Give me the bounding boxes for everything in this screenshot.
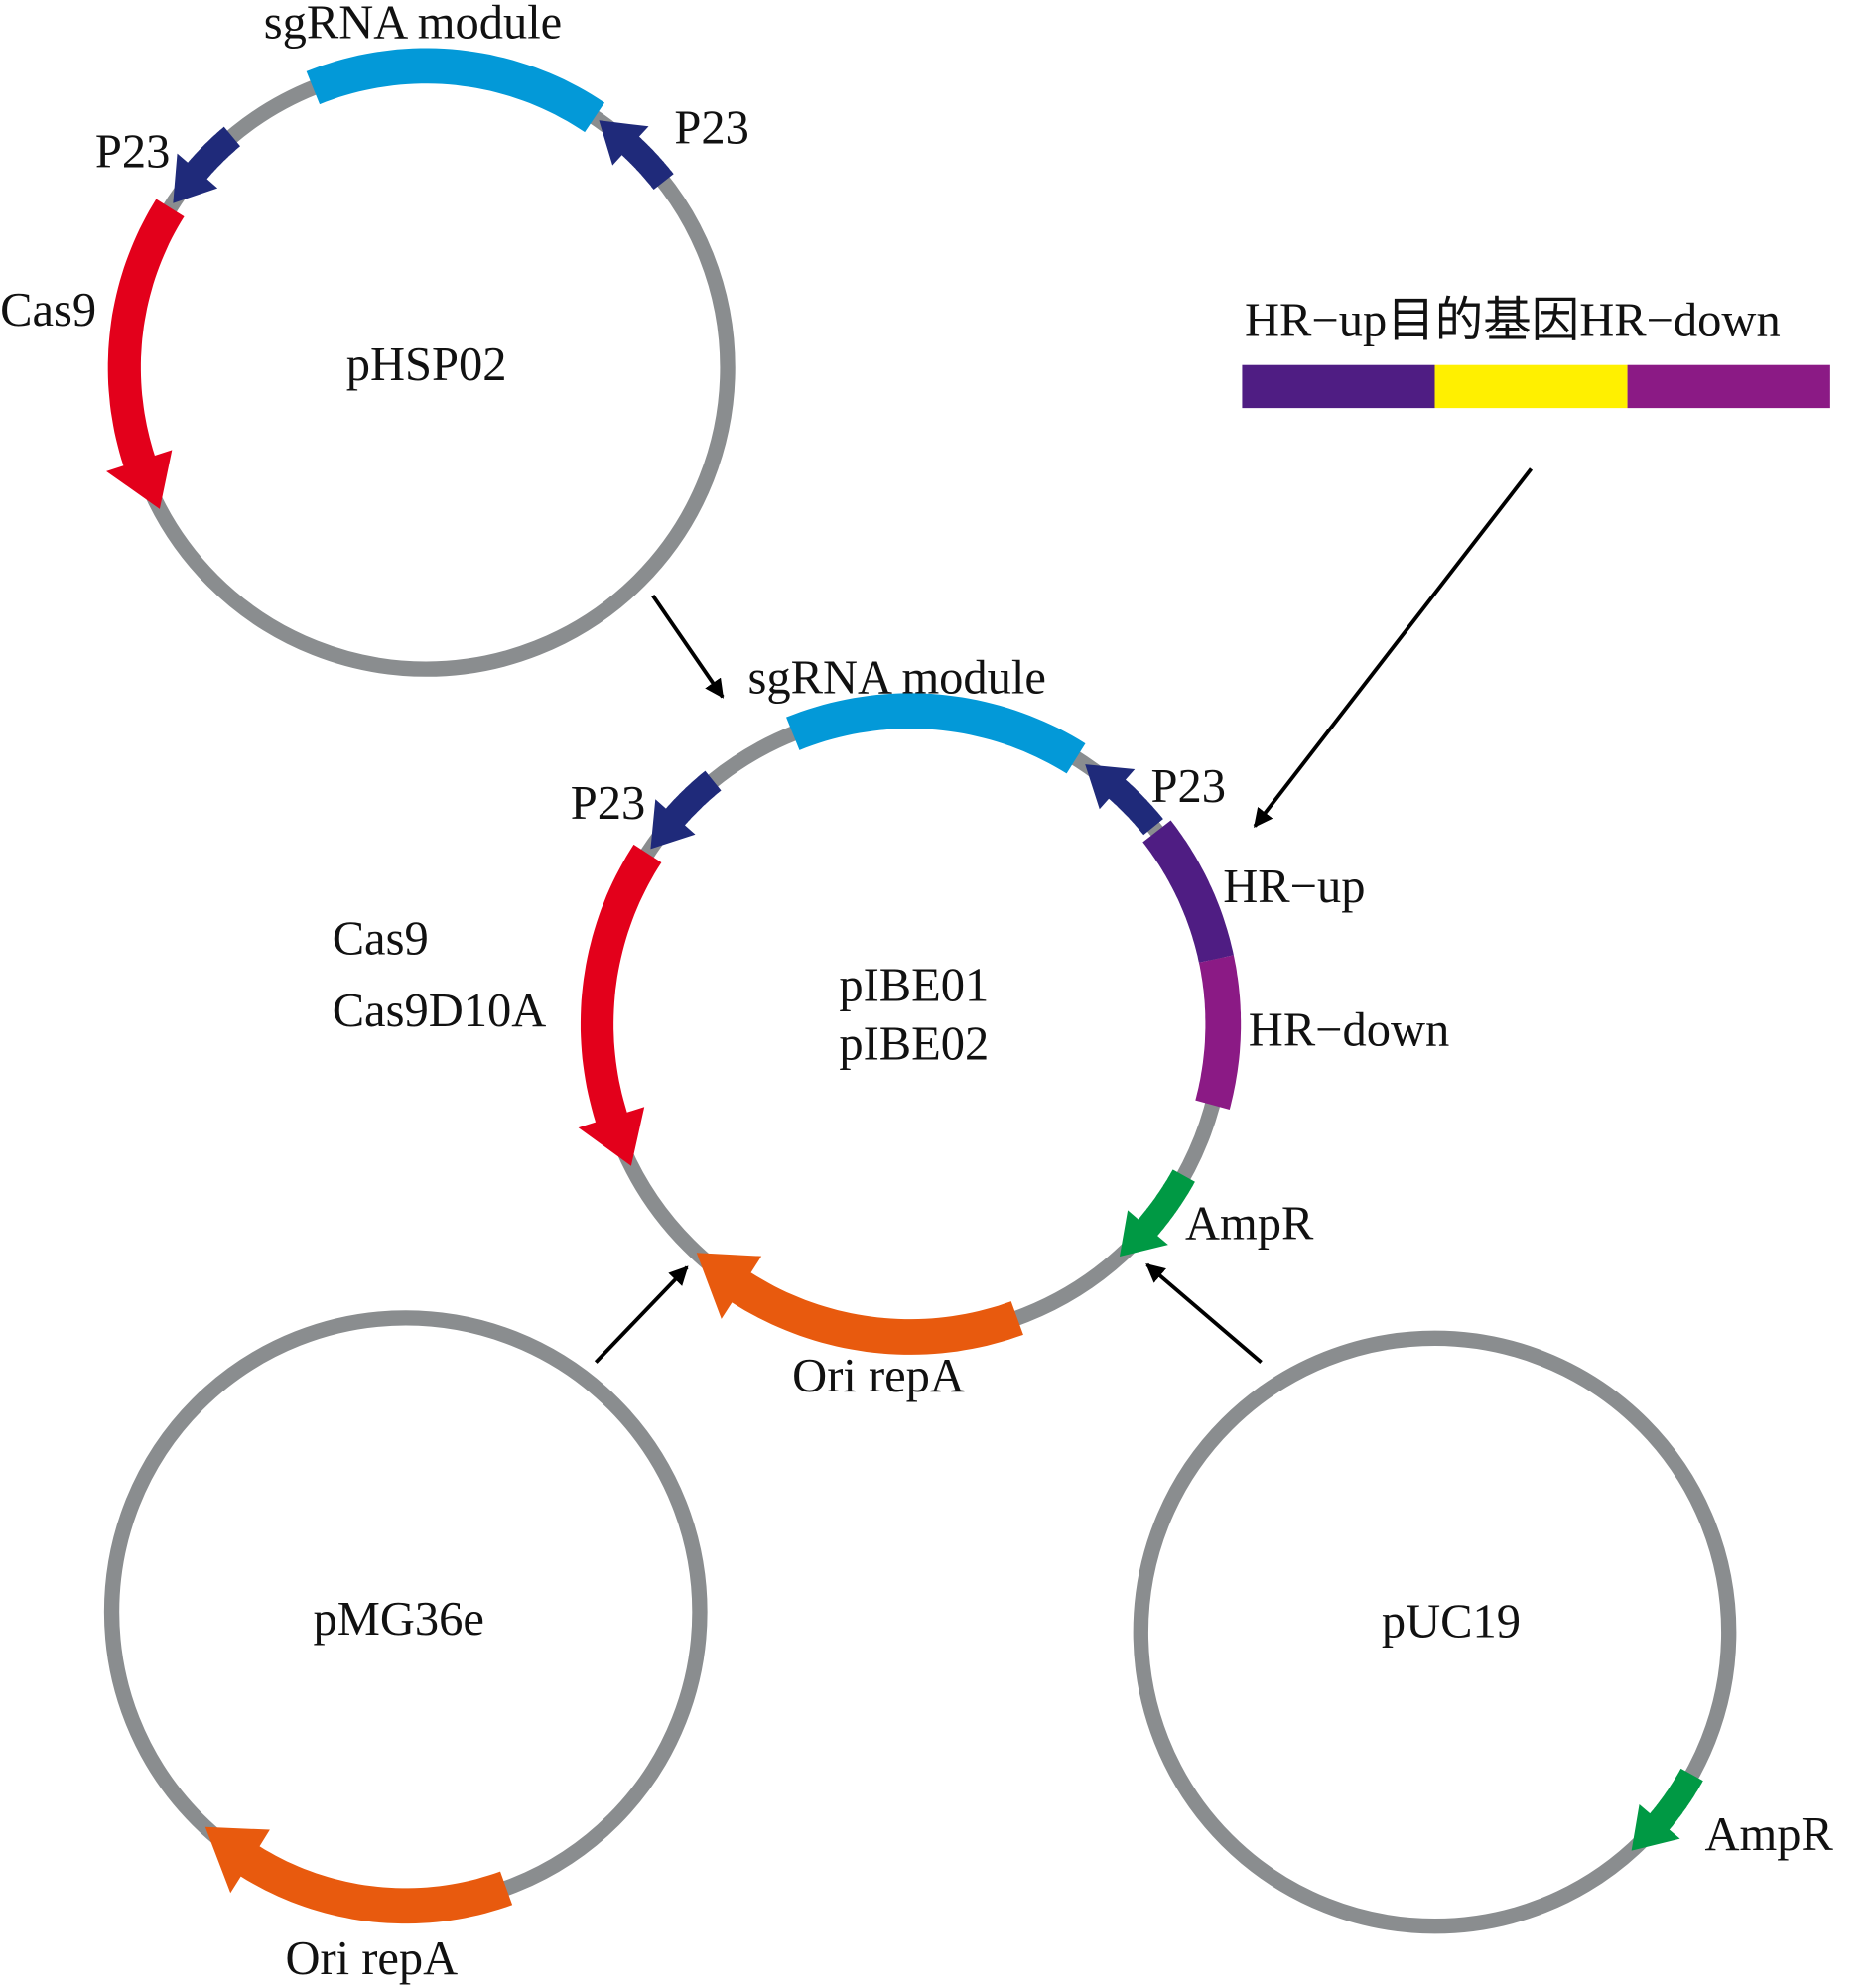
phsp02-p23-left-label: P23 — [95, 126, 170, 179]
puc19-name: pUC19 — [1382, 1596, 1521, 1649]
phsp02-p23-right-label: P23 — [674, 101, 748, 154]
pibe-sgrna-label: sgRNA module — [747, 651, 1045, 704]
pibe-hr-down-segment — [1195, 955, 1242, 1110]
phsp02-p23-right-arrow — [599, 120, 674, 191]
insert-label: HR−up目的基因HR−down — [1245, 294, 1781, 346]
pmg36e-ori-label: Ori repA — [285, 1932, 458, 1985]
pibe-ori-arrow — [696, 1253, 1023, 1355]
insert-target-gene-segment — [1434, 364, 1628, 409]
pibe-cas9-label: Cas9 — [333, 912, 429, 965]
phsp02-sgrna-module — [306, 48, 605, 133]
insert-hr-up-segment — [1242, 364, 1435, 409]
pibe-cas9d10a-label: Cas9D10A — [333, 985, 547, 1037]
puc19-backbone — [1133, 1330, 1737, 1934]
pibe-ori-label: Ori repA — [792, 1350, 965, 1402]
pibe-name-1: pIBE01 — [839, 960, 989, 1012]
puc19-ampr-arrow — [1631, 1768, 1703, 1851]
pibe-p23-right-arrow — [1085, 764, 1163, 836]
pibe-hr-up-segment — [1142, 820, 1234, 963]
pibe-ampr-label: AmpR — [1185, 1198, 1314, 1251]
pibe-hr-up-label: HR−up — [1223, 861, 1365, 913]
phsp02-p23-left-arrow — [173, 126, 241, 203]
phsp02-cas9-arrow — [106, 199, 185, 509]
pibe-p23-left-label: P23 — [571, 777, 645, 830]
phsp02-sgrna-label: sgRNA module — [264, 0, 562, 49]
arrow-phsp02-to-pibe — [651, 595, 725, 699]
pmg36e-ori-arrow — [204, 1826, 513, 1924]
arrow-pmg36e-to-pibe — [594, 1265, 689, 1364]
pibe-p23-left-arrow — [650, 770, 722, 850]
pibe-ampr-arrow — [1119, 1169, 1195, 1258]
pibe-sgrna-module — [786, 693, 1086, 774]
pmg36e-name: pMG36e — [314, 1593, 484, 1646]
pibe-cas9-arrow — [578, 844, 662, 1166]
arrow-puc19-to-pibe — [1145, 1262, 1263, 1364]
phsp02-cas9-label: Cas9 — [0, 284, 96, 336]
insert-hr-down-segment — [1627, 364, 1830, 409]
phsp02-name: pHSP02 — [346, 338, 507, 391]
pibe-hr-down-label: HR−down — [1249, 1003, 1450, 1056]
puc19-ampr-label: AmpR — [1704, 1808, 1833, 1861]
pibe-name-2: pIBE02 — [839, 1017, 989, 1070]
pibe-p23-right-label: P23 — [1151, 760, 1226, 813]
arrow-insert-to-pibe — [1253, 467, 1534, 828]
